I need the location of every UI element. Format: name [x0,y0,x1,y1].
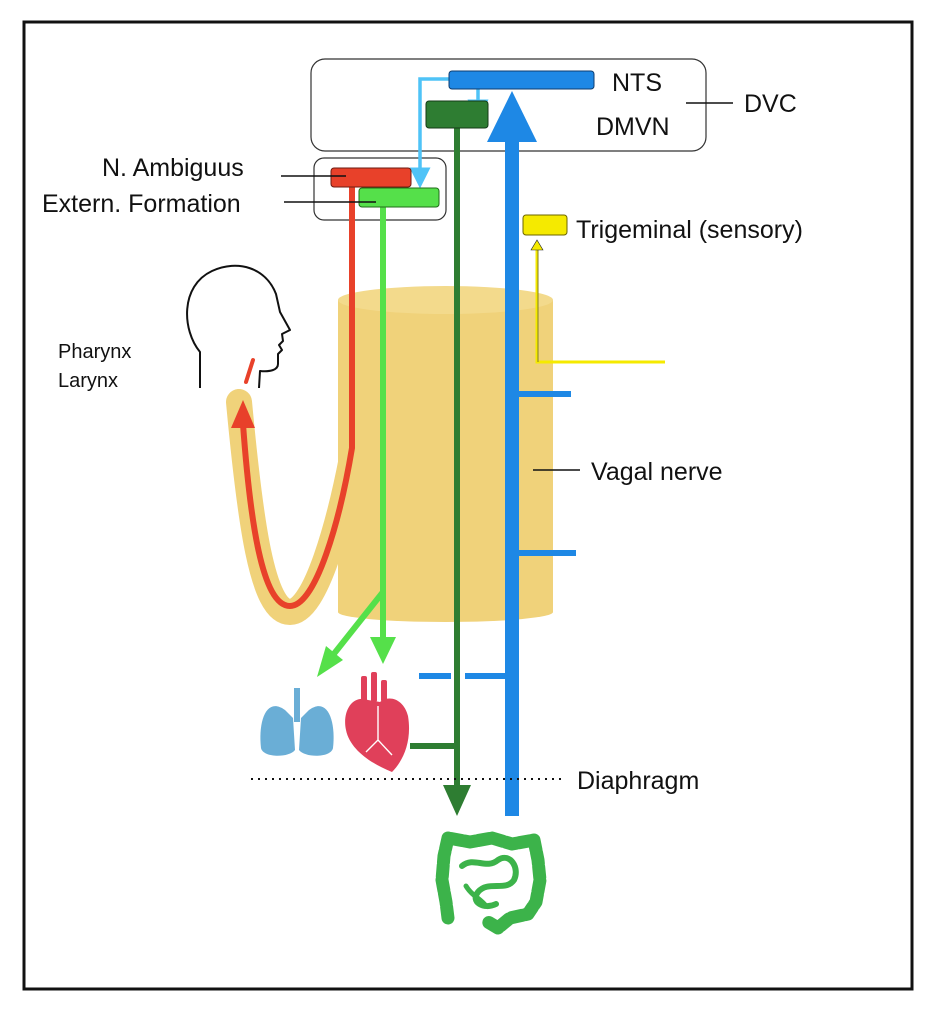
trigeminal-nucleus [522,214,568,236]
dvc-label: DVC [744,90,797,118]
ambiguus-arrowhead [231,400,255,428]
nts-arrowhead [487,91,537,142]
nts-to-ambiguus-pathway [409,77,452,189]
heart-arrowhead [370,637,396,664]
trigeminal-pathway [535,246,665,364]
trigeminal-label: Trigeminal (sensory) [576,216,803,244]
nts-label: NTS [612,69,662,97]
dmvn-nucleus [425,100,489,129]
dmvn-label: DMVN [596,113,670,141]
pharynx-nerve-tube [226,389,365,626]
heart-icon [345,672,410,772]
lung-branch [330,590,386,657]
n-ambiguus-label: N. Ambiguus [102,154,244,182]
nts-nucleus [448,70,595,90]
larynx-mark [244,358,255,384]
lungs-icon [260,688,334,756]
intestine-icon [435,831,547,935]
vagal-nerve-label: Vagal nerve [591,458,723,486]
extern-formation-nucleus [358,187,440,208]
ambiguus-nucleus [330,167,412,188]
head-outline-icon [186,264,291,389]
ambiguus-pathway [240,180,355,609]
outer-frame [22,20,914,991]
trigeminal-arrowhead [530,239,544,251]
extern-formation-label: Extern. Formation [42,190,241,218]
lung-arrowhead [317,646,343,677]
vagal-nerve-cylinder [338,286,553,622]
diaphragm-label: Diaphragm [577,767,699,795]
larynx-label: Larynx [58,370,118,392]
pharynx-label: Pharynx [58,341,131,363]
intestine-arrowhead [443,785,471,816]
